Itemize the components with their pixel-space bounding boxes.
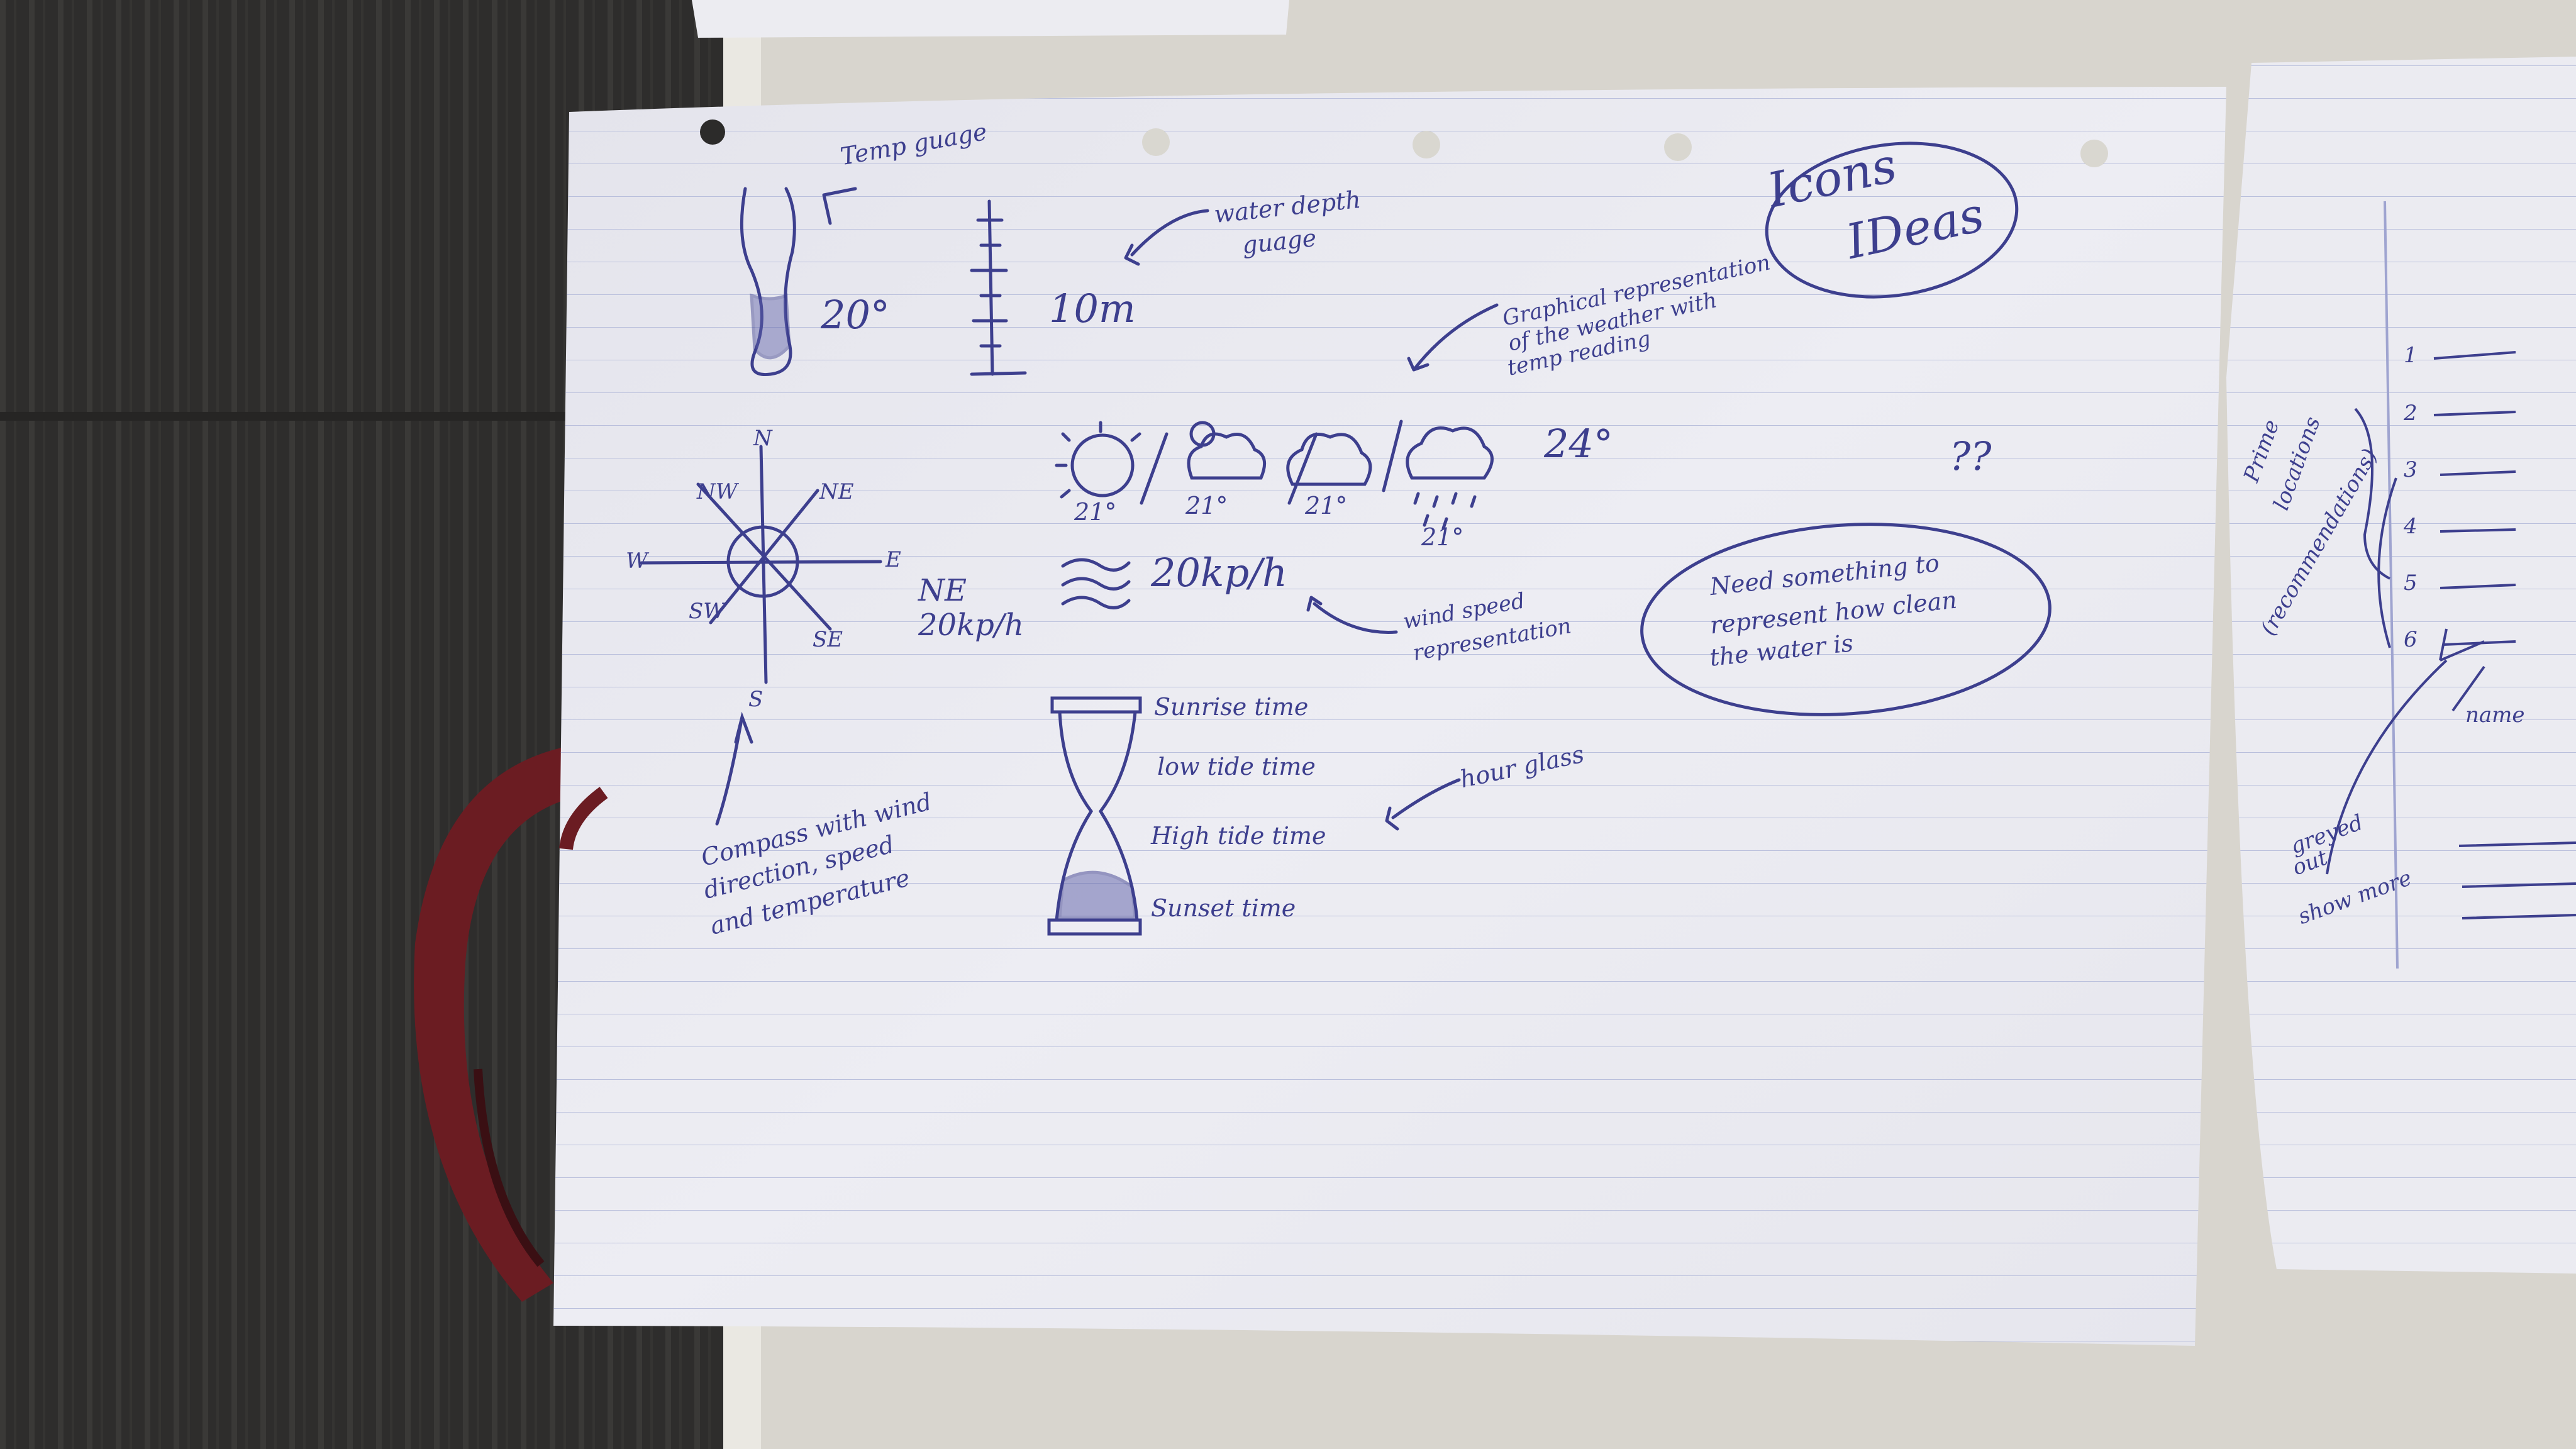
wind-speed-value: 20kp/h — [1151, 550, 1287, 596]
compass-icon — [640, 445, 882, 826]
weather-temp-sun: 21° — [1074, 498, 1117, 526]
depth-gauge-value: 10m — [1049, 286, 1136, 331]
compass-ne: NE — [819, 479, 854, 504]
unknown-marker: ?? — [1950, 433, 1992, 479]
thermometer-icon — [740, 187, 857, 377]
sketch-ink — [640, 142, 2051, 936]
top-sheet-edge — [692, 0, 1289, 38]
right-number-3: 3 — [2404, 457, 2418, 482]
clarity-note-oval — [1640, 523, 2051, 716]
right-number-4: 4 — [2404, 514, 2418, 539]
low-tide-time: low tide time — [1157, 753, 1316, 780]
right-number-6: 6 — [2404, 627, 2418, 652]
high-tide-time: High tide time — [1151, 822, 1326, 850]
compass-nw: NW — [697, 479, 738, 504]
right-number-5: 5 — [2404, 570, 2418, 596]
headphones — [414, 742, 601, 1302]
weather-current-temp: 24° — [1544, 421, 1613, 467]
sunrise-time: Sunrise time — [1154, 693, 1309, 721]
wind-waves-icon — [1061, 558, 1398, 634]
depth-gauge-icon — [970, 199, 1209, 376]
compass-w: W — [626, 548, 648, 574]
title-oval — [1765, 142, 2019, 299]
weather-icons — [1055, 303, 1499, 530]
compass-s: S — [748, 687, 763, 712]
right-bottom-note: name — [2465, 702, 2525, 728]
compass-n: N — [753, 426, 772, 451]
main-sheet — [553, 87, 2226, 1346]
right-number-2: 2 — [2404, 401, 2418, 426]
weather-temp-partly: 21° — [1185, 492, 1228, 519]
compass-sw: SW — [689, 599, 726, 624]
compass-se: SE — [813, 627, 843, 652]
sunset-time: Sunset time — [1151, 894, 1296, 922]
weather-temp-cloud: 21° — [1305, 492, 1348, 519]
weather-temp-rain: 21° — [1421, 523, 1464, 551]
right-sheet — [2226, 57, 2576, 1274]
compass-speed: 20kp/h — [918, 608, 1024, 643]
compass-e: E — [886, 547, 901, 572]
compass-direction: NE — [918, 573, 967, 608]
right-number-1: 1 — [2404, 343, 2418, 368]
hourglass-icon — [1047, 696, 1461, 936]
temp-gauge-value: 20° — [821, 292, 890, 338]
depth-gauge-label-2: guage — [1241, 223, 1318, 260]
